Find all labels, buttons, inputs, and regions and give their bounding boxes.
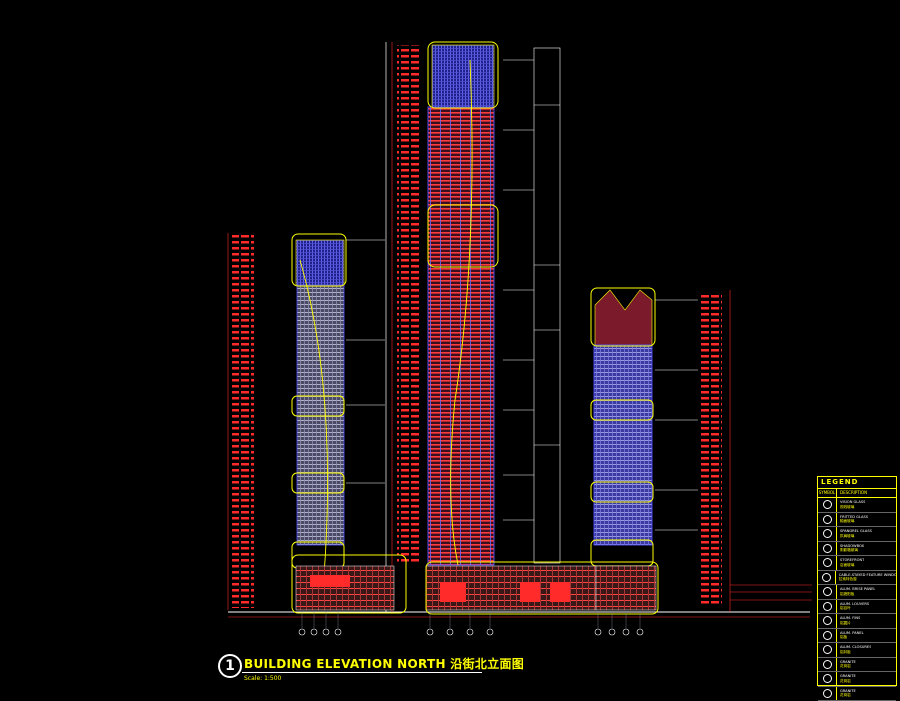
legend-item-zh: 铝遮阳板 [840, 592, 875, 597]
legend-symbol-icon [818, 498, 837, 512]
center-level-marks [397, 45, 419, 565]
legend-title: LEGEND [818, 477, 896, 489]
legend-item-zh: 店面玻璃 [840, 563, 864, 568]
legend-symbol-icon [818, 527, 837, 541]
podium-right [596, 566, 656, 610]
podium-left [296, 566, 394, 610]
drawing-title: BUILDING ELEVATION NORTH 沿街北立面图 [244, 655, 524, 672]
legend-symbol-circle [823, 587, 832, 596]
legend-item-zh: 铝封板 [840, 650, 871, 655]
drawing-number: 1 [218, 654, 242, 678]
legend-symbol-circle [823, 616, 832, 625]
grid-bubbles [299, 629, 643, 635]
right-level-marks [700, 292, 722, 607]
legend-symbol-circle [823, 631, 832, 640]
legend-item-zh: 铝板 [840, 635, 864, 640]
legend-symbol-circle [823, 558, 832, 567]
legend-symbol-icon [818, 513, 837, 527]
legend-symbol-circle [823, 689, 832, 698]
legend-symbol-icon [818, 556, 837, 570]
right-tower-facade [594, 345, 652, 545]
legend-symbol-circle [823, 544, 832, 553]
center-tower-crown [432, 45, 494, 107]
left-level-marks [232, 233, 254, 608]
legend-item-zh: 拱肩玻璃 [840, 534, 872, 539]
legend-item-zh: 铝百叶 [840, 606, 869, 611]
legend-symbol-icon [818, 629, 837, 643]
legend-item-zh: 阴影箱玻璃 [840, 548, 864, 553]
legend-symbol-icon [818, 643, 837, 657]
legend-symbol-circle [823, 660, 832, 669]
legend-item-zh: 釉面玻璃 [840, 519, 868, 524]
legend-col-symbol: SYMBOL [818, 489, 837, 497]
legend-symbol-icon [818, 585, 837, 599]
legend-symbol-circle [823, 515, 832, 524]
legend-symbol-icon [818, 672, 837, 686]
legend-symbol-circle [823, 529, 832, 538]
title-underline [242, 672, 482, 673]
center-tower [386, 42, 560, 612]
legend-symbol-circle [823, 602, 832, 611]
legend-symbol-icon [818, 687, 837, 701]
left-tower [228, 233, 385, 610]
legend-symbol-icon [818, 614, 837, 628]
legend-item-zh: 视线玻璃 [840, 505, 865, 510]
center-tower-facade [428, 107, 494, 565]
legend-symbol-circle [823, 645, 832, 654]
legend-symbol-icon [818, 542, 837, 556]
legend-symbol-circle [823, 500, 832, 509]
legend-symbol-circle [822, 573, 831, 582]
legend-col-description: DESCRIPTION [837, 489, 867, 497]
legend-item-zh: 拉索特色窗 [839, 577, 896, 582]
legend-symbol-icon [818, 571, 836, 585]
legend-item-zh: 花岗岩 [840, 664, 856, 669]
legend-item-zh: 花岗岩 [840, 693, 856, 698]
left-tower-crown [296, 240, 344, 285]
left-tower-facade [297, 285, 344, 545]
drawing-scale: Scale: 1:500 [244, 675, 281, 682]
legend-symbol-icon [818, 658, 837, 672]
legend-item-zh: 花岗岩 [840, 679, 856, 684]
right-tower [591, 288, 730, 612]
right-tower-crown [595, 290, 652, 345]
legend-item-zh: 铝翼片 [840, 621, 860, 626]
legend-symbol-circle [823, 674, 832, 683]
legend-symbol-icon [818, 600, 837, 614]
legend-header: SYMBOL DESCRIPTION [818, 489, 896, 498]
